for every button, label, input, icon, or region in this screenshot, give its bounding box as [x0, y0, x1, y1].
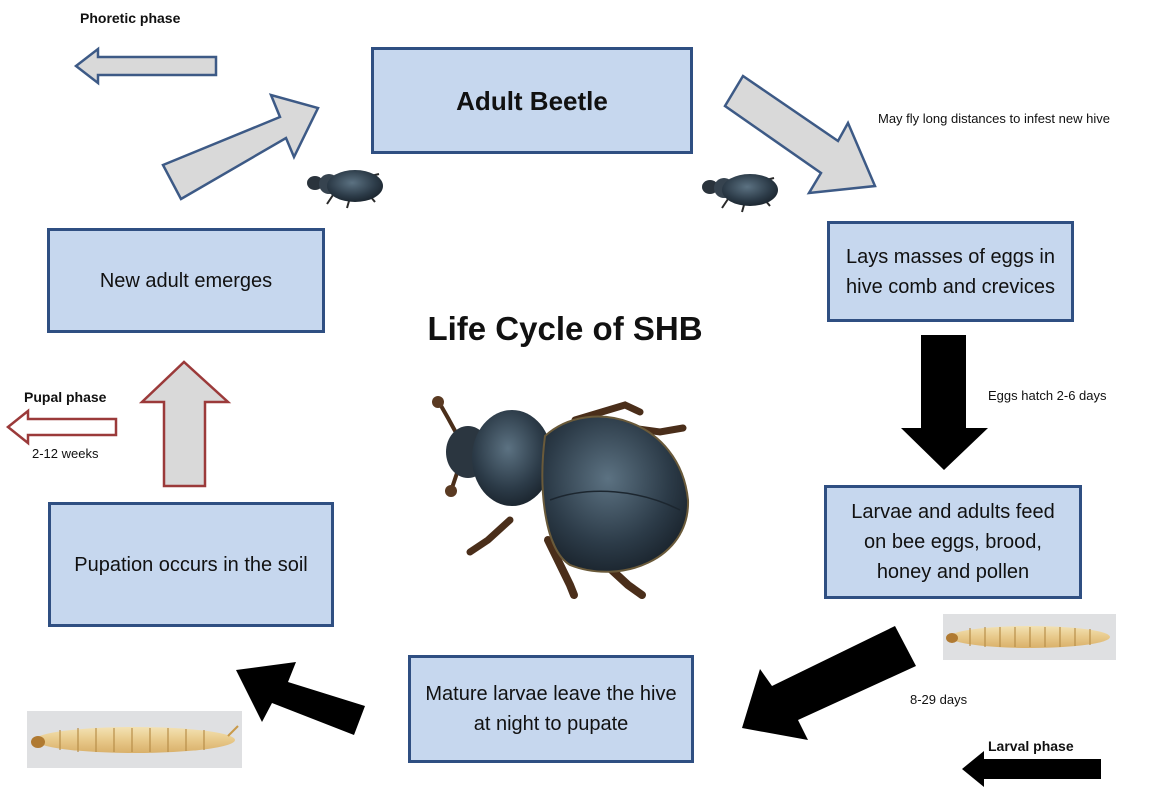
- larval-phase-label: Larval phase: [988, 738, 1074, 754]
- arrow-eggs-to-larvae: [901, 335, 988, 470]
- pupal-phase-label: Pupal phase: [24, 389, 107, 405]
- pupal-weeks-note: 2-12 weeks: [32, 446, 99, 461]
- larval-days-note: 8-29 days: [910, 692, 968, 707]
- stage-adult-beetle: Adult Beetle: [371, 47, 693, 154]
- eggs-hatch-note: Eggs hatch 2-6 days: [988, 388, 1107, 403]
- phoretic-phase-arrow: [73, 46, 218, 86]
- stage-adult-beetle-label: Adult Beetle: [456, 85, 608, 116]
- small-beetle-image-right: [702, 174, 778, 213]
- larva-image-right: [943, 614, 1116, 660]
- arrow-mature-to-pupation: [236, 662, 365, 735]
- arrow-adult-beetle-to-eggs: [723, 74, 877, 195]
- phoretic-phase-label: Phoretic phase: [80, 10, 181, 26]
- pupal-phase-arrow: [5, 408, 118, 446]
- stage-new-adult: New adult emerges: [47, 228, 325, 333]
- stage-pupation: Pupation occurs in the soil: [48, 502, 334, 627]
- stage-larvae-feed-label: Larvae and adults feed on bee eggs, broo…: [851, 501, 1055, 583]
- diagram-title: Life Cycle of SHB: [427, 310, 703, 347]
- larva-image-left: [27, 711, 242, 768]
- stage-mature-larvae: Mature larvae leave the hive at night to…: [408, 655, 694, 763]
- larval-phase-arrow: [962, 751, 1101, 787]
- small-beetle-image-left: [307, 170, 383, 209]
- stage-larvae-feed: Larvae and adults feed on bee eggs, broo…: [824, 485, 1082, 599]
- arrow-pupation-to-new-adult: [138, 360, 232, 488]
- stage-lays-eggs-label: Lays masses of eggs in hive comb and cre…: [846, 245, 1055, 298]
- large-beetle-image: [432, 396, 690, 599]
- arrow-new-adult-to-adult-beetle: [161, 93, 320, 201]
- arrow-larvae-to-mature: [742, 626, 916, 740]
- stage-pupation-label: Pupation occurs in the soil: [74, 553, 308, 576]
- stage-new-adult-label: New adult emerges: [99, 269, 273, 292]
- fly-long-distance-note: May fly long distances to infest new hiv…: [878, 111, 1110, 126]
- stage-mature-larvae-label: Mature larvae leave the hive at night to…: [425, 683, 677, 735]
- stage-lays-eggs: Lays masses of eggs in hive comb and cre…: [827, 221, 1074, 322]
